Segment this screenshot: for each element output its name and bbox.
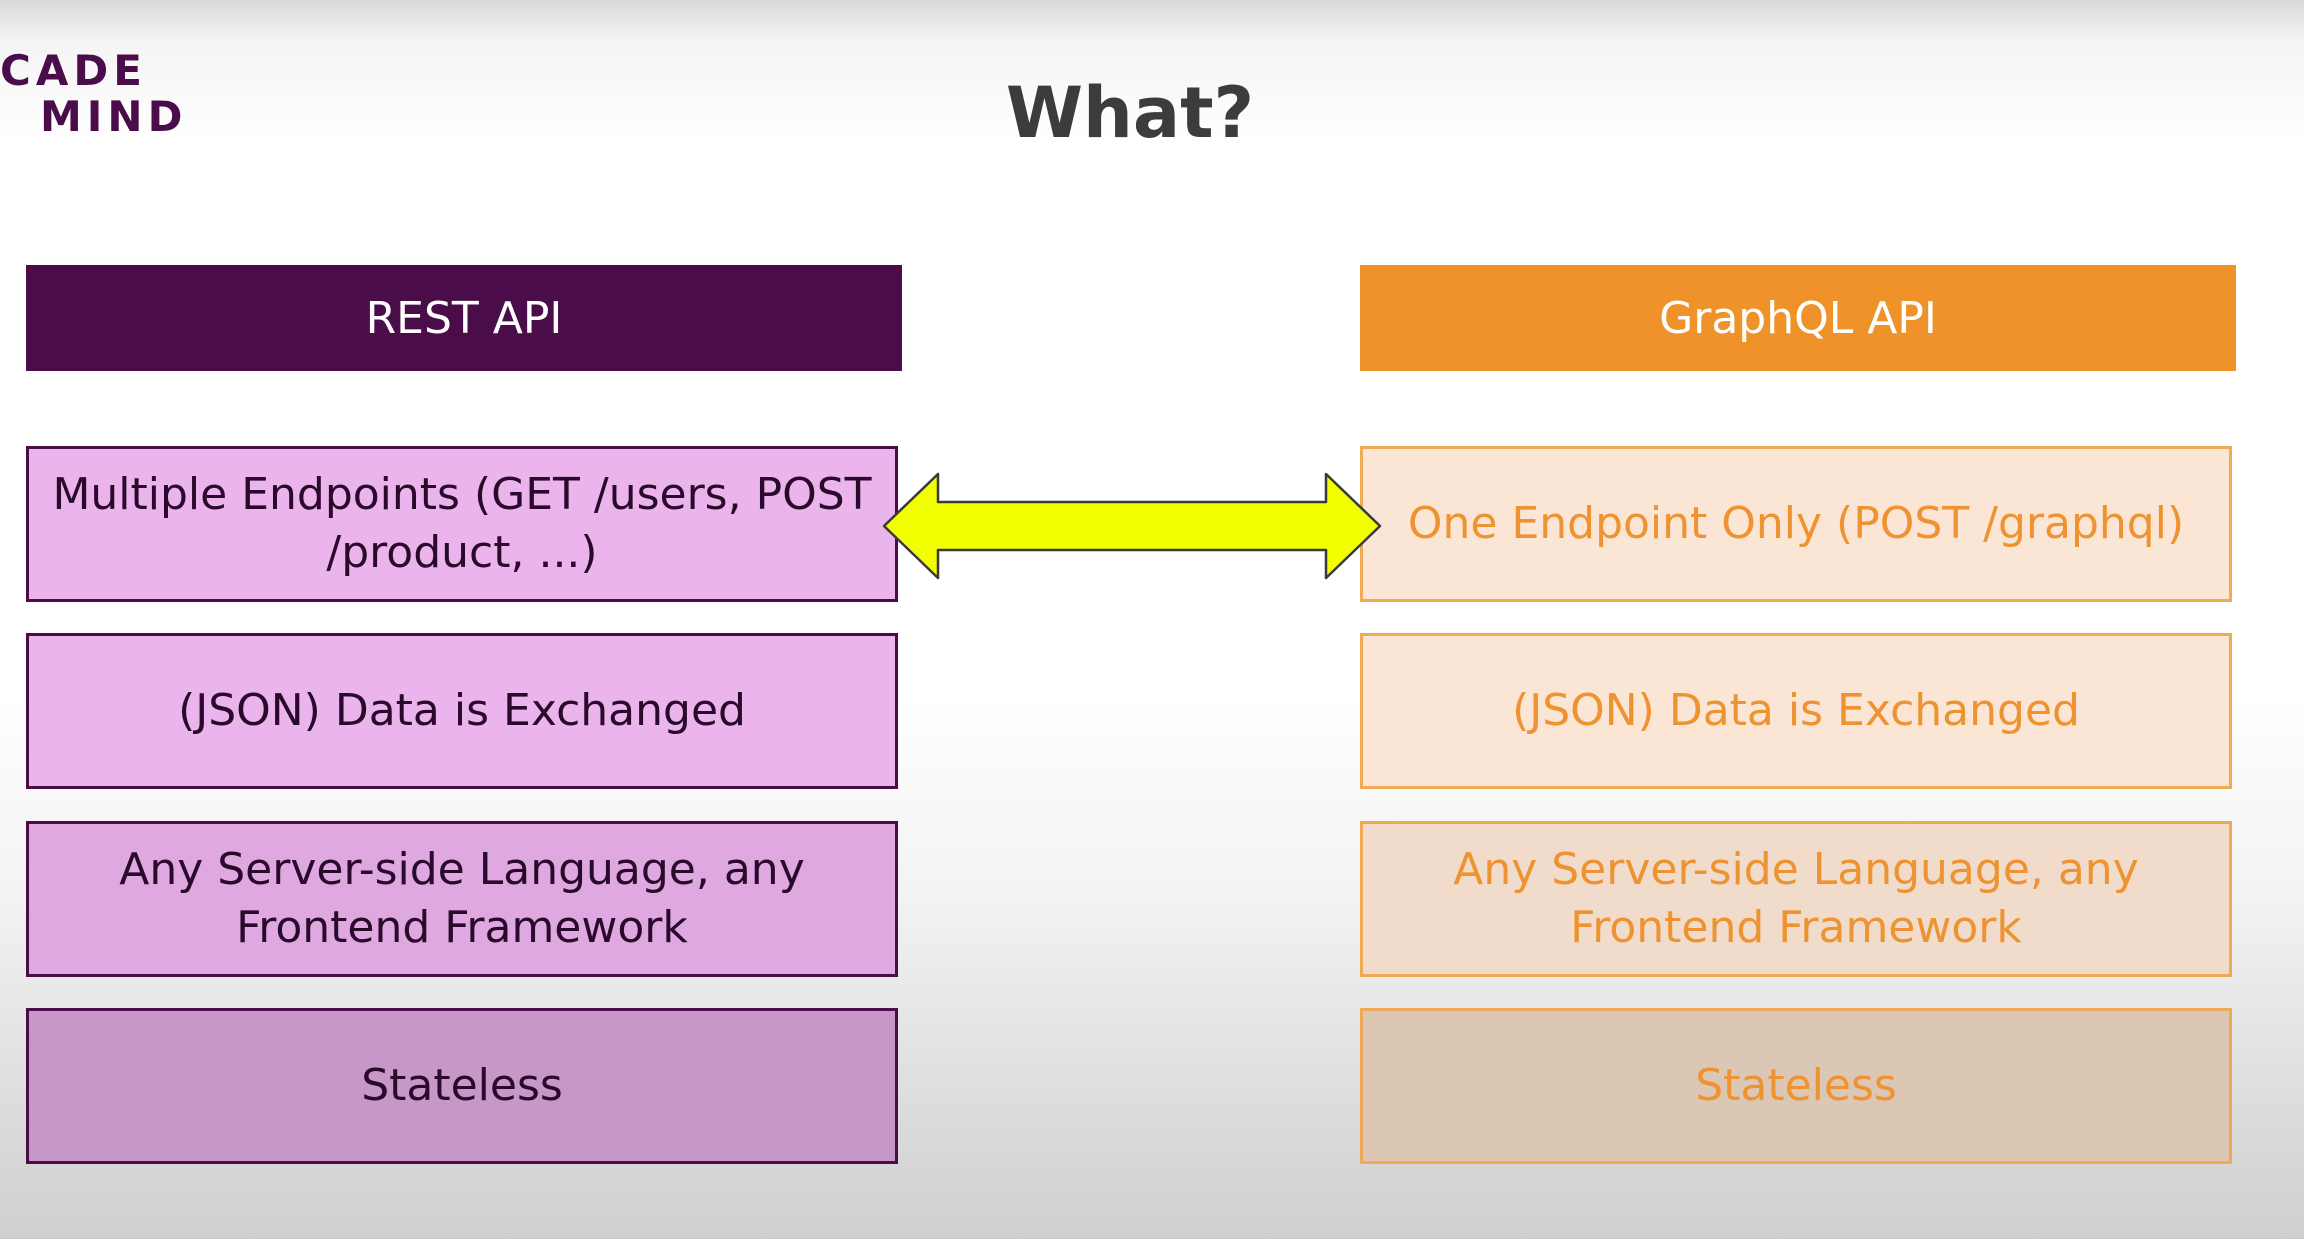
graphql-item-language: Any Server-side Language, any Frontend F… <box>1360 821 2232 977</box>
graphql-item-stateless: Stateless <box>1360 1008 2232 1164</box>
rest-api-header: REST API <box>26 265 902 371</box>
double-arrow-icon <box>882 472 1382 580</box>
cademind-logo: CADE MIND <box>0 48 187 140</box>
rest-item-json: (JSON) Data is Exchanged <box>26 633 898 789</box>
rest-item-stateless: Stateless <box>26 1008 898 1164</box>
logo-line-1: CADE <box>0 46 147 95</box>
logo-line-2: MIND <box>40 92 188 141</box>
slide-title: What? <box>1005 72 1255 154</box>
graphql-item-json: (JSON) Data is Exchanged <box>1360 633 2232 789</box>
graphql-item-endpoint: One Endpoint Only (POST /graphql) <box>1360 446 2232 602</box>
rest-item-language: Any Server-side Language, any Frontend F… <box>26 821 898 977</box>
graphql-api-header: GraphQL API <box>1360 265 2236 371</box>
rest-item-endpoints: Multiple Endpoints (GET /users, POST /pr… <box>26 446 898 602</box>
